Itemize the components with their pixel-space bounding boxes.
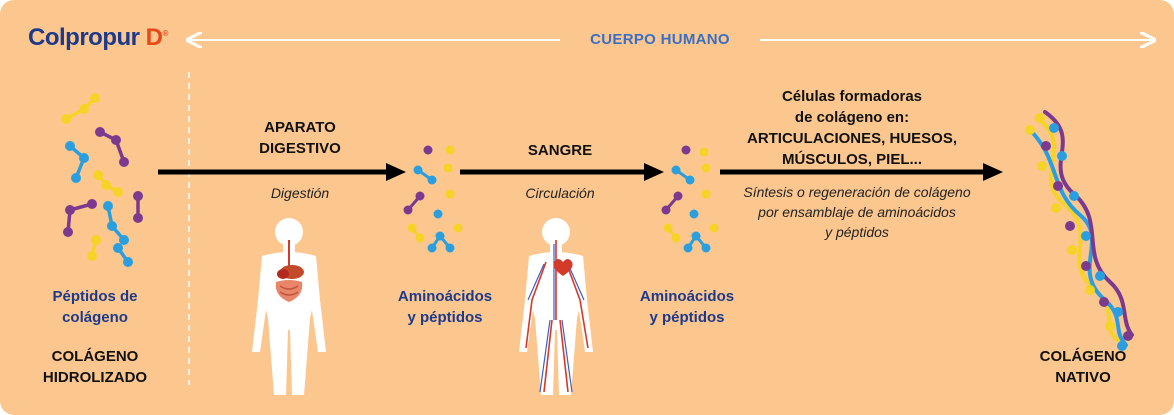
peptides-caption: Péptidos de colágeno [52,288,138,326]
hydrolyzed-title: COLÁGENO HIDROLIZADO [20,346,170,388]
hydrolyzed-title-line2: HIDROLIZADO [42,369,148,386]
synthesis-line3: y péptidos [825,224,889,240]
flow-arrow-digest [158,163,406,181]
blood-title: SANGRE [527,142,593,159]
flow-arrow-blood [460,163,664,181]
digestive-title-line1: APARATO [264,119,336,136]
synthesis-line1: Síntesis o regeneración de colágeno [743,184,971,200]
cells-title-line3: ARTICULACIONES, HUESOS, [746,130,957,147]
body-circulatory-icon [519,218,593,395]
brand-name: Colpropur [28,24,140,51]
cells-title-line4: MÚSCULOS, PIEL... [781,151,922,168]
amino-caption-2: Aminoácidos y péptidos [622,286,752,328]
collagen-helix-beads [1025,113,1133,351]
peptide-cluster-icon [61,93,143,267]
amino-caption-1: Aminoácidos y péptidos [380,286,510,328]
brand-mark: ® [162,29,169,38]
digestive-title: APARATO DIGESTIVO [220,117,380,159]
synthesis-line2: por ensamblaje de aminoácidos [758,204,956,220]
flow-arrow-cells [720,163,1003,181]
amino-cluster-icon-1 [403,145,463,253]
cells-title-line2: de colágeno en: [794,109,910,126]
collagen-helix-icon [1028,110,1134,347]
synthesis-description: Síntesis o regeneración de colágeno por … [712,182,1002,242]
cells-title-line1: Células formadoras [781,88,923,105]
digestion-label: Digestión [270,185,330,201]
digestive-title-line2: DIGESTIVO [259,140,341,157]
native-title-line2: NATIVO [1055,369,1111,386]
brand-logo: Colpropur D® [28,24,168,52]
native-title-line1: COLÁGENO [1039,348,1127,365]
amino-cluster-icon-2 [661,145,719,253]
native-title: COLÁGENO NATIVO [1008,346,1158,388]
cells-title: Células formadoras de colágeno en: ARTIC… [712,86,992,170]
circulation-label: Circulación [525,185,595,201]
amino-caption-1-line2: y péptidos [407,309,483,326]
body-span-label: CUERPO HUMANO [560,31,760,48]
body-digestive-icon [252,218,326,395]
brand-suffix: D [145,24,163,51]
amino-caption-2-line2: y péptidos [649,309,725,326]
amino-caption-2-line1: Aminoácidos [639,288,735,305]
amino-caption-1-line1: Aminoácidos [397,288,493,305]
hydrolyzed-title-line1: COLÁGENO [51,348,139,365]
